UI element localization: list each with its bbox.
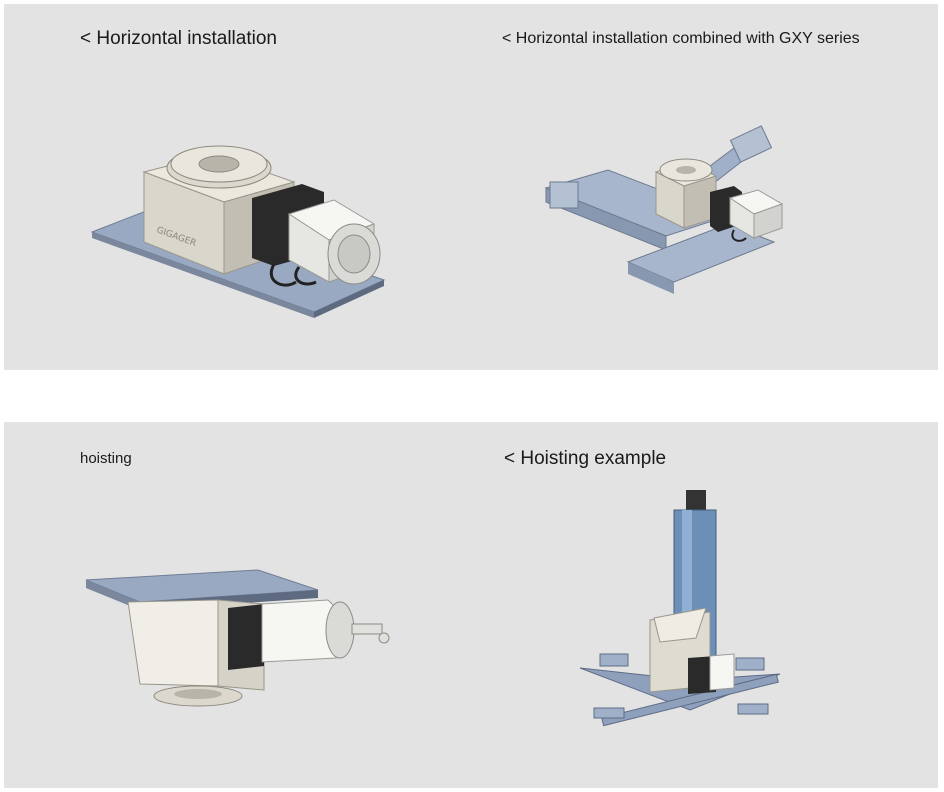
horizontal-installation-image: GIGAGER [90, 145, 386, 318]
horizontal-gxy-caption: < Horizontal installation combined with … [502, 30, 860, 47]
hoisting-example-image [579, 490, 781, 727]
hoisting-image [85, 569, 390, 707]
horizontal-installation-caption: < Horizontal installation [80, 28, 277, 49]
top-panel: < Horizontal installation < Horizontal i… [4, 4, 938, 370]
hoisting-caption: hoisting [80, 450, 132, 467]
hoisting-example-caption: < Hoisting example [504, 448, 667, 469]
bottom-panel: hoisting < Hoisting example [4, 422, 938, 788]
horizontal-gxy-image [544, 125, 784, 294]
